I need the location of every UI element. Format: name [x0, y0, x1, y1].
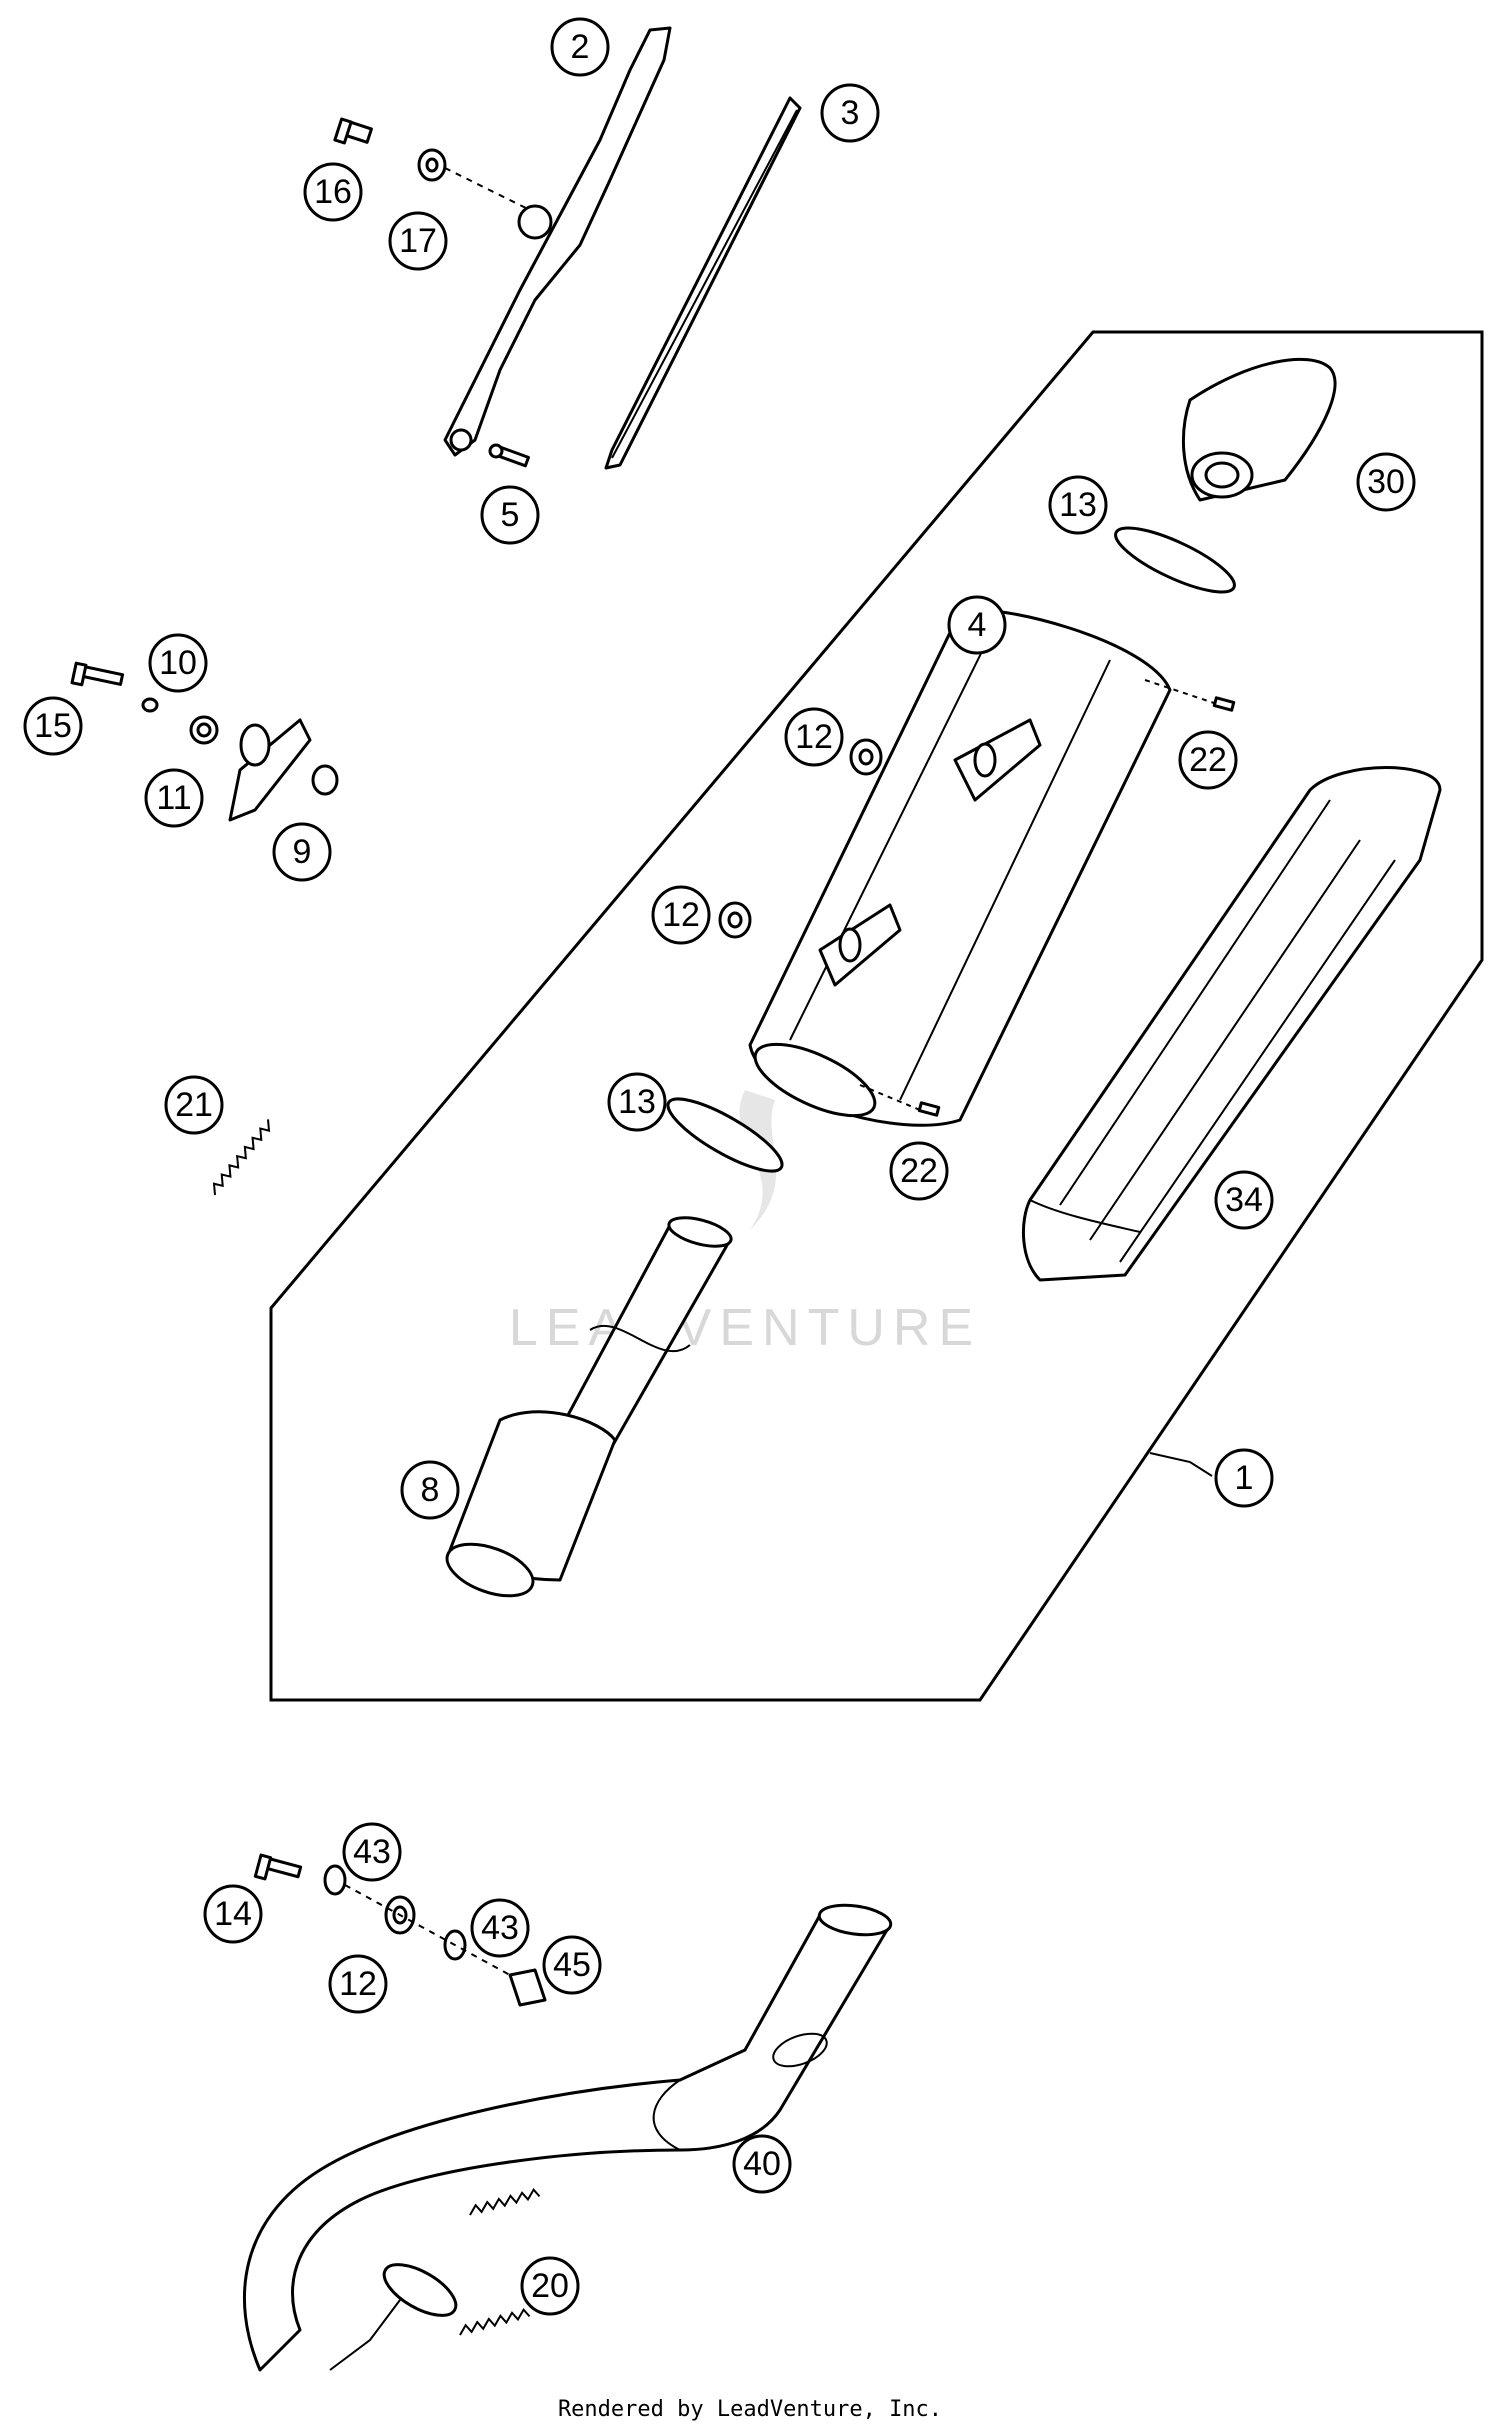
callout-9-label: 9 [293, 833, 312, 871]
callout-16-label: 16 [314, 173, 352, 211]
callout-43-lower-label: 43 [481, 1909, 519, 1947]
callout-20: 20 [520, 2256, 580, 2316]
spring-20-upper [469, 2187, 541, 2216]
callout-17: 17 [388, 211, 448, 271]
silencer-sleeve-34 [1021, 766, 1442, 1282]
callout-9: 9 [272, 822, 332, 882]
bolt-14 [253, 1853, 303, 1881]
callout-21: 21 [164, 1075, 224, 1135]
callout-8-label: 8 [421, 1471, 440, 1509]
callout-21-label: 21 [175, 1086, 213, 1124]
callout-4-label: 4 [968, 606, 987, 644]
callout-10-label: 10 [159, 644, 197, 682]
callout-2-label: 2 [571, 28, 590, 66]
callout-12-upper-label: 12 [795, 718, 833, 756]
leader-line-1 [1149, 1452, 1213, 1477]
callout-43-upper: 43 [342, 1822, 402, 1882]
gasket-13-upper [1114, 526, 1236, 594]
callout-15-label: 15 [34, 707, 72, 745]
callout-1-label: 1 [1235, 1459, 1254, 1497]
bolt-15 [70, 661, 125, 687]
watermark-text: LEADVENTURE [509, 1299, 981, 1357]
callout-13-lower: 13 [607, 1072, 667, 1132]
end-cap-30 [1182, 357, 1337, 502]
callout-11: 11 [144, 768, 204, 828]
heat-shield-plate [604, 96, 802, 470]
callout-12-lower-label: 12 [339, 1965, 377, 2003]
callout-40-label: 40 [743, 2145, 781, 2183]
callout-15: 15 [23, 696, 83, 756]
bracket-9 [228, 718, 339, 822]
callout-14: 14 [203, 1884, 263, 1944]
grommet-12-upper [849, 738, 883, 776]
callout-34-label: 34 [1225, 1181, 1263, 1219]
callout-43-upper-label: 43 [353, 1833, 391, 1871]
washer-17 [417, 148, 447, 182]
callout-12-mid: 12 [651, 885, 711, 945]
gasket-13-lower [666, 1097, 784, 1173]
callout-45: 45 [542, 1935, 602, 1995]
heat-shield-bracket [443, 26, 672, 457]
callout-22-upper-label: 22 [1189, 741, 1227, 779]
washer-10 [141, 697, 159, 713]
assembly-boundary [269, 330, 1484, 1702]
callout-30-label: 30 [1367, 463, 1405, 501]
callout-13-upper: 13 [1048, 475, 1108, 535]
grommet-12-mid [718, 901, 752, 939]
callout-12-lower: 12 [328, 1954, 388, 2014]
screw-5 [488, 443, 530, 468]
callout-14-label: 14 [214, 1895, 252, 1933]
spring-20-lower [459, 2307, 531, 2336]
callout-1: 1 [1214, 1448, 1274, 1508]
screw-22-lower [859, 1084, 941, 1117]
callout-13-lower-label: 13 [618, 1083, 656, 1121]
callout-5-label: 5 [501, 496, 520, 534]
inlet-pipe-8 [445, 1216, 733, 1598]
watermark: LEADVENTURE [509, 1090, 981, 1357]
callout-12-mid-label: 12 [662, 896, 700, 934]
callout-5: 5 [480, 485, 540, 545]
header-pipe-40 [243, 1903, 893, 2372]
callout-30: 30 [1356, 452, 1416, 512]
callout-2: 2 [550, 17, 610, 77]
nut-11 [189, 715, 219, 745]
callout-22-lower-label: 22 [900, 1152, 938, 1190]
callout-22-lower: 22 [889, 1141, 949, 1201]
footer-credit: Rendered by LeadVenture, Inc. [557, 2397, 943, 2422]
callout-10: 10 [148, 633, 208, 693]
callout-3-label: 3 [841, 94, 860, 132]
spring-21 [212, 1119, 271, 1196]
callout-40: 40 [732, 2134, 792, 2194]
nut-45 [508, 1968, 547, 2007]
callout-8: 8 [400, 1460, 460, 1520]
callout-34: 34 [1214, 1170, 1274, 1230]
callout-11-label: 11 [156, 779, 191, 817]
callout-12-upper: 12 [784, 707, 844, 767]
callout-3: 3 [820, 83, 880, 143]
callout-17-label: 17 [399, 222, 437, 260]
callout-43-lower: 43 [470, 1898, 530, 1958]
washer-43-upper [323, 1864, 347, 1896]
callout-45-label: 45 [553, 1946, 591, 1984]
callout-20-label: 20 [531, 2267, 569, 2305]
callout-16: 16 [303, 162, 363, 222]
screw-22-upper [1144, 679, 1236, 712]
callout-13-upper-label: 13 [1059, 486, 1097, 524]
callout-22-upper: 22 [1178, 730, 1238, 790]
muffler-body-4 [748, 608, 1172, 1127]
bolt-16 [333, 117, 373, 145]
callout-4: 4 [947, 595, 1007, 655]
